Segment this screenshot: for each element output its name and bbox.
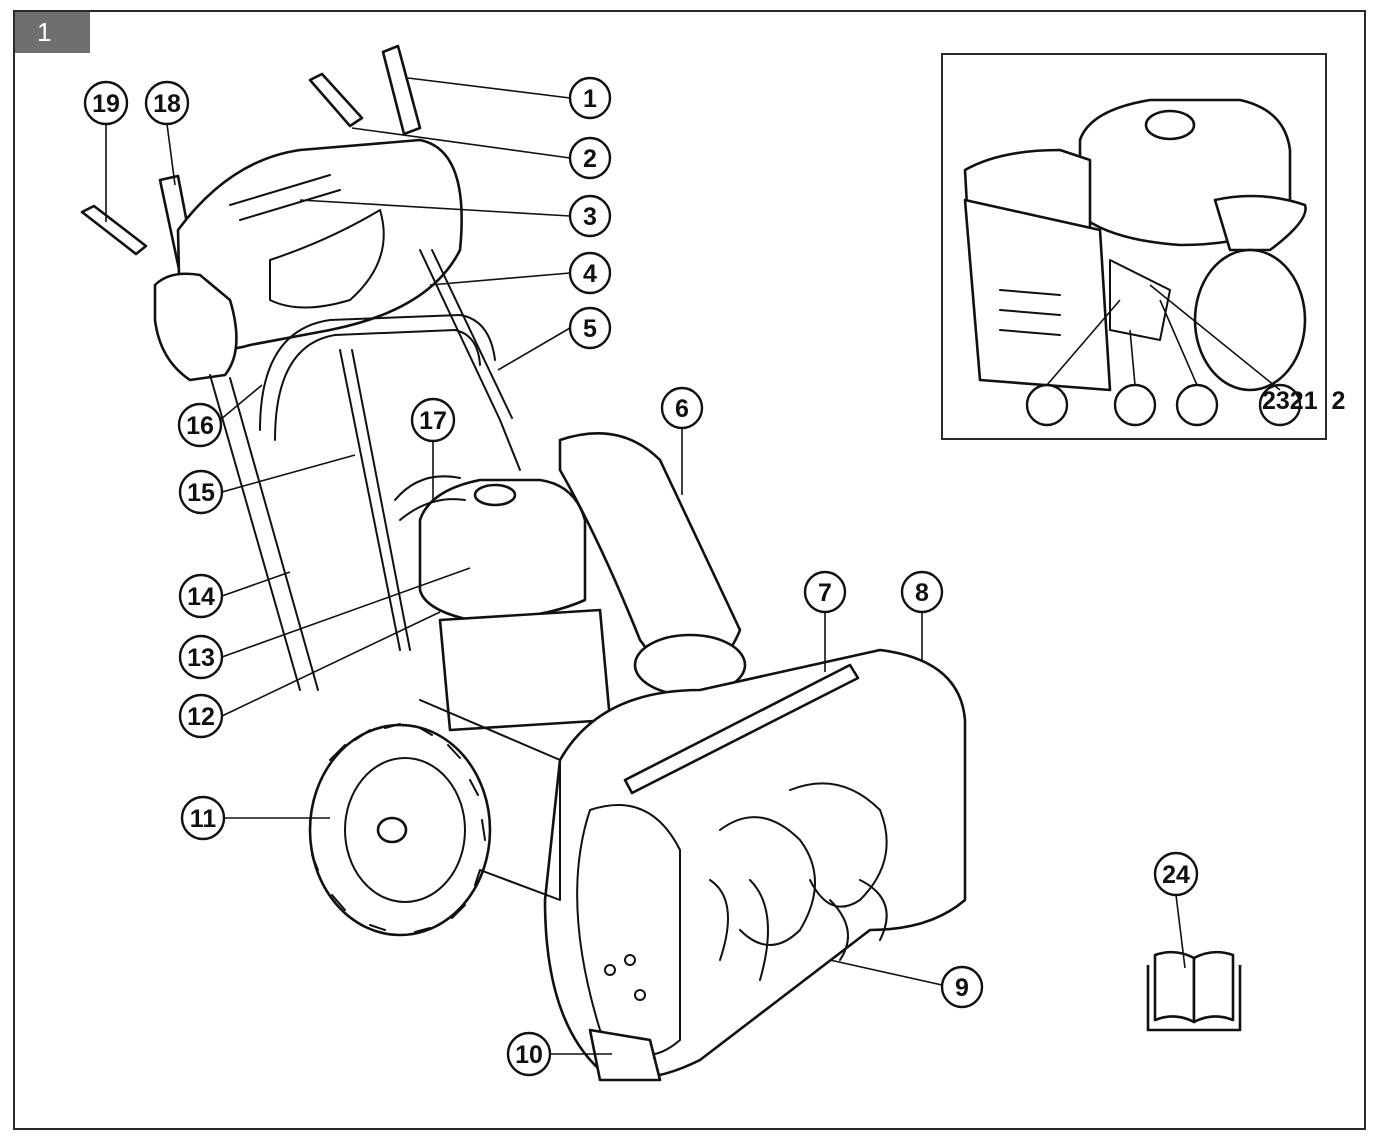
auger-housing bbox=[543, 648, 967, 1080]
svg-text:17: 17 bbox=[419, 407, 447, 435]
svg-text:11: 11 bbox=[190, 805, 217, 833]
callout-19: 19 bbox=[83, 80, 129, 126]
dashboard-cover bbox=[269, 209, 385, 309]
left-console bbox=[153, 272, 238, 382]
inset-engine-illustration bbox=[963, 98, 1307, 392]
callout-16: 16 bbox=[177, 402, 223, 448]
wheel-hub bbox=[376, 816, 408, 844]
svg-text:18: 18 bbox=[153, 90, 181, 118]
svg-text:8: 8 bbox=[915, 579, 929, 607]
auger-left bbox=[719, 816, 816, 946]
figure-number: 1 bbox=[37, 17, 52, 47]
callout-10: 10 bbox=[506, 1031, 552, 1077]
callout-7: 7 bbox=[803, 570, 847, 614]
callout-leaders bbox=[105, 77, 1186, 1055]
recoil-handle bbox=[394, 475, 466, 521]
svg-text:12: 12 bbox=[187, 703, 215, 731]
callout-12: 12 bbox=[178, 693, 224, 739]
figure-frame bbox=[13, 10, 1366, 1130]
left-handle-grip bbox=[80, 204, 148, 256]
inset-callout-numbers: 2321 2 bbox=[1262, 387, 1346, 415]
svg-text:10: 10 bbox=[515, 1041, 543, 1069]
wheel-rim bbox=[344, 757, 466, 903]
inset-callout-blank-2 bbox=[1113, 383, 1157, 427]
callout-18: 18 bbox=[144, 80, 190, 126]
inset-callout-blank-1 bbox=[1025, 383, 1069, 427]
svg-text:19: 19 bbox=[92, 90, 120, 118]
svg-text:15: 15 bbox=[187, 479, 215, 507]
callout-14: 14 bbox=[178, 573, 224, 619]
callout-1: 1 bbox=[568, 76, 612, 120]
callout-2: 2 bbox=[568, 136, 612, 180]
auger-drive-rod bbox=[623, 663, 860, 795]
callout-9: 9 bbox=[940, 965, 984, 1009]
callout-11: 11 bbox=[180, 795, 226, 841]
callout-4: 4 bbox=[568, 251, 612, 295]
callout-8: 8 bbox=[900, 570, 944, 614]
svg-text:14: 14 bbox=[187, 583, 215, 611]
svg-text:3: 3 bbox=[583, 203, 597, 231]
inset-callout-blank-3 bbox=[1175, 383, 1219, 427]
callout-15: 15 bbox=[178, 469, 224, 515]
fuel-tank bbox=[418, 478, 587, 622]
open-book-icon bbox=[1146, 950, 1242, 1032]
svg-text:6: 6 bbox=[675, 395, 689, 423]
callout-13: 13 bbox=[178, 634, 224, 680]
svg-text:16: 16 bbox=[186, 412, 214, 440]
engine-block bbox=[438, 608, 612, 732]
right-control-lever bbox=[308, 72, 364, 128]
svg-text:24: 24 bbox=[1162, 861, 1190, 889]
svg-text:7: 7 bbox=[818, 579, 832, 607]
callout-6: 6 bbox=[660, 386, 704, 430]
inset-flywheel-cover bbox=[1193, 248, 1307, 392]
inset-recoil-handle bbox=[1213, 194, 1307, 252]
figure-number-tab: 1 bbox=[15, 12, 90, 53]
safety-bail bbox=[259, 314, 496, 441]
inset-engine-block bbox=[963, 198, 1112, 392]
callout-3: 3 bbox=[568, 194, 612, 238]
callout-24: 24 bbox=[1153, 851, 1199, 897]
svg-text:2: 2 bbox=[583, 145, 597, 173]
svg-text:5: 5 bbox=[583, 315, 597, 343]
svg-text:13: 13 bbox=[187, 644, 215, 672]
snow-blower-illustration bbox=[80, 44, 967, 1082]
fuel-cap bbox=[473, 483, 517, 507]
shift-rod bbox=[339, 349, 411, 651]
callout-5: 5 bbox=[568, 306, 612, 350]
svg-text:1: 1 bbox=[583, 85, 597, 113]
right-handle-grip bbox=[381, 44, 422, 136]
skid-shoe bbox=[588, 1028, 662, 1082]
svg-text:9: 9 bbox=[955, 974, 969, 1002]
callout-17: 17 bbox=[410, 397, 456, 443]
inset-callout-blank-4 bbox=[1258, 383, 1302, 427]
inset-fuel-cap bbox=[1144, 109, 1196, 141]
svg-text:4: 4 bbox=[583, 260, 597, 288]
